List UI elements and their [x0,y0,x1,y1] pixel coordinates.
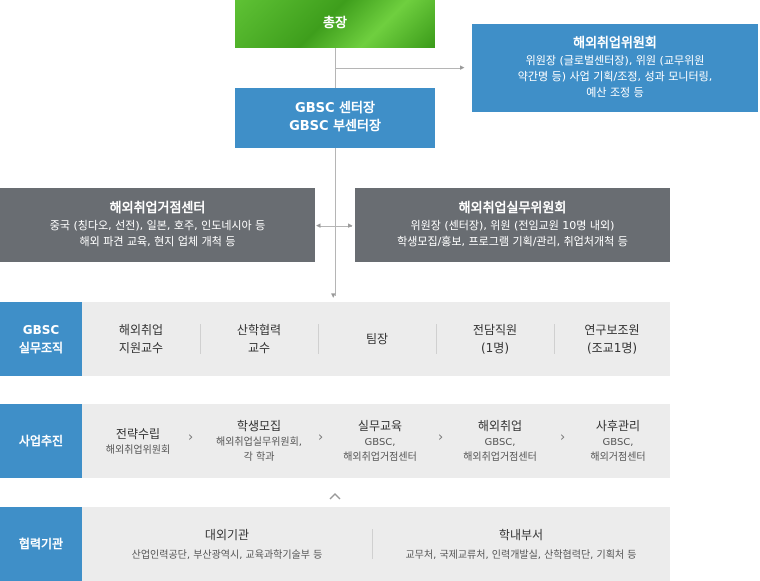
overseas-committee-box: 해외취업위원회 위원장 (글로벌센터장), 위원 (교무위원 약간명 등) 사업… [472,24,758,112]
process-step-sub: 해외취업위원회 [105,444,171,456]
chevron-right-icon: › [438,430,444,445]
org-cell-line: (1명) [480,341,510,355]
base-center-box: 해외취업거점센터 중국 (칭다오, 선전), 일본, 호주, 인도네시아 등 해… [0,188,315,262]
partner-row-body: 대외기관 산업인력공단, 부산광역시, 교육과학기술부 등 학내부서 교무처, … [82,507,670,581]
overseas-committee-line: 약간명 등) 사업 기획/조정, 성과 모니터링, [517,70,713,83]
connector-center-row [335,148,336,296]
process-step: 사후관리 GBSC, 해외거점센터 [566,404,670,478]
org-cell-line: 해외취업 [118,323,164,337]
working-committee-line: 위원장 (센터장), 위원 (전임교원 10명 내외) [410,219,615,232]
base-center-line: 중국 (칭다오, 선전), 일본, 호주, 인도네시아 등 [49,219,266,232]
process-step-title: 전략수립 [115,426,161,441]
connector-president-center [335,48,336,88]
org-cell-line: 연구보조원 [584,323,640,337]
partner-group-title: 학내부서 [498,527,544,542]
partner-group-sub: 산업인력공단, 부산광역시, 교육과학기술부 등 [131,549,323,561]
org-cell: 팀장 [318,302,436,376]
arrow-right-icon: ▸ [460,63,465,73]
org-cell-line: 전담직원 [472,323,518,337]
process-step: 전략수립 해외취업위원회 [82,404,194,478]
org-cell-line: 팀장 [365,332,389,346]
overseas-committee-line: 위원장 (글로벌센터장), 위원 (교무위원 [525,54,705,67]
gbsc-center-head: GBSC 센터장 [295,101,375,116]
process-step: 해외취업 GBSC, 해외취업거점센터 [444,404,556,478]
org-row-body: 해외취업 지원교수 산학협력 교수 팀장 전담직원 (1명) 연구보조원 (조교… [82,302,670,376]
org-cell: 해외취업 지원교수 [82,302,200,376]
process-row-label-text: 사업추진 [18,434,64,448]
process-step: 학생모집 해외취업실무위원회, 각 학과 [200,404,318,478]
base-center-title: 해외취업거점센터 [109,201,206,216]
divider [554,324,555,354]
org-cell: 연구보조원 (조교1명) [554,302,670,376]
partner-group: 대외기관 산업인력공단, 부산광역시, 교육과학기술부 등 [82,507,372,581]
president-label: 총장 [323,16,347,31]
working-committee-line: 학생모집/홍보, 프로그램 기획/관리, 취업처개척 등 [397,235,628,248]
process-step-sub: 해외거점센터 [590,452,646,463]
process-step: 실무교육 GBSC, 해외취업거점센터 [324,404,436,478]
process-step-sub: GBSC, [484,437,516,448]
process-step-sub: GBSC, [364,437,396,448]
working-committee-box: 해외취업실무위원회 위원장 (센터장), 위원 (전임교원 10명 내외) 학생… [355,188,670,262]
partner-row-label-text: 협력기관 [18,537,64,551]
chevron-right-icon: › [188,430,194,445]
process-step-title: 학생모집 [236,419,282,433]
process-step-sub: GBSC, [602,437,634,448]
org-cell: 전담직원 (1명) [436,302,554,376]
arrow-down-icon: ▾ [331,291,336,301]
process-step-sub: 해외취업거점센터 [463,452,537,463]
partner-group: 학내부서 교무처, 국제교류처, 인력개발실, 산학협력단, 기획처 등 [372,507,670,581]
chevron-right-icon: › [318,430,324,445]
process-step-sub: 해외취업거점센터 [343,452,417,463]
gbsc-center-deputy: GBSC 부센터장 [289,119,381,134]
chevron-up-icon [328,486,342,500]
partner-group-title: 대외기관 [204,527,250,542]
divider [436,324,437,354]
org-row-label: GBSC 실무조직 [0,302,82,376]
gbsc-center-box: GBSC 센터장 GBSC 부센터장 [235,88,435,148]
overseas-committee-line: 예산 조정 등 [586,86,644,99]
process-step-title: 실무교육 [357,419,403,433]
divider [318,324,319,354]
president-box: 총장 [235,0,435,48]
overseas-committee-title: 해외취업위원회 [573,36,657,51]
arrow-left-icon: ◂ [316,221,321,231]
org-cell-line: 지원교수 [118,341,164,355]
partner-group-sub: 교무처, 국제교류처, 인력개발실, 산학협력단, 기획처 등 [405,549,637,561]
org-cell-line: 산학협력 [236,323,282,337]
working-committee-title: 해외취업실무위원회 [458,201,567,216]
process-step-title: 사후관리 [595,419,641,433]
org-row-label-line: 실무조직 [18,341,64,355]
divider [200,324,201,354]
process-step-title: 해외취업 [477,419,523,433]
process-step-sub: 해외취업실무위원회, [216,437,302,448]
connector-to-overseas-committee [336,68,462,69]
org-row-label-line: GBSC [22,323,60,337]
org-cell: 산학협력 교수 [200,302,318,376]
base-center-line: 해외 파견 교육, 현지 업체 개척 등 [79,235,236,248]
process-step-sub: 각 학과 [243,452,275,463]
process-row-body: 전략수립 해외취업위원회 › 학생모집 해외취업실무위원회, 각 학과 › 실무… [82,404,670,478]
divider [372,529,373,559]
arrow-right-icon: ▸ [348,221,353,231]
connector-base-working [320,226,352,227]
process-row-label: 사업추진 [0,404,82,478]
org-cell-line: (조교1명) [586,341,638,355]
org-cell-line: 교수 [247,341,271,355]
partner-row-label: 협력기관 [0,507,82,581]
chevron-right-icon: › [560,430,566,445]
